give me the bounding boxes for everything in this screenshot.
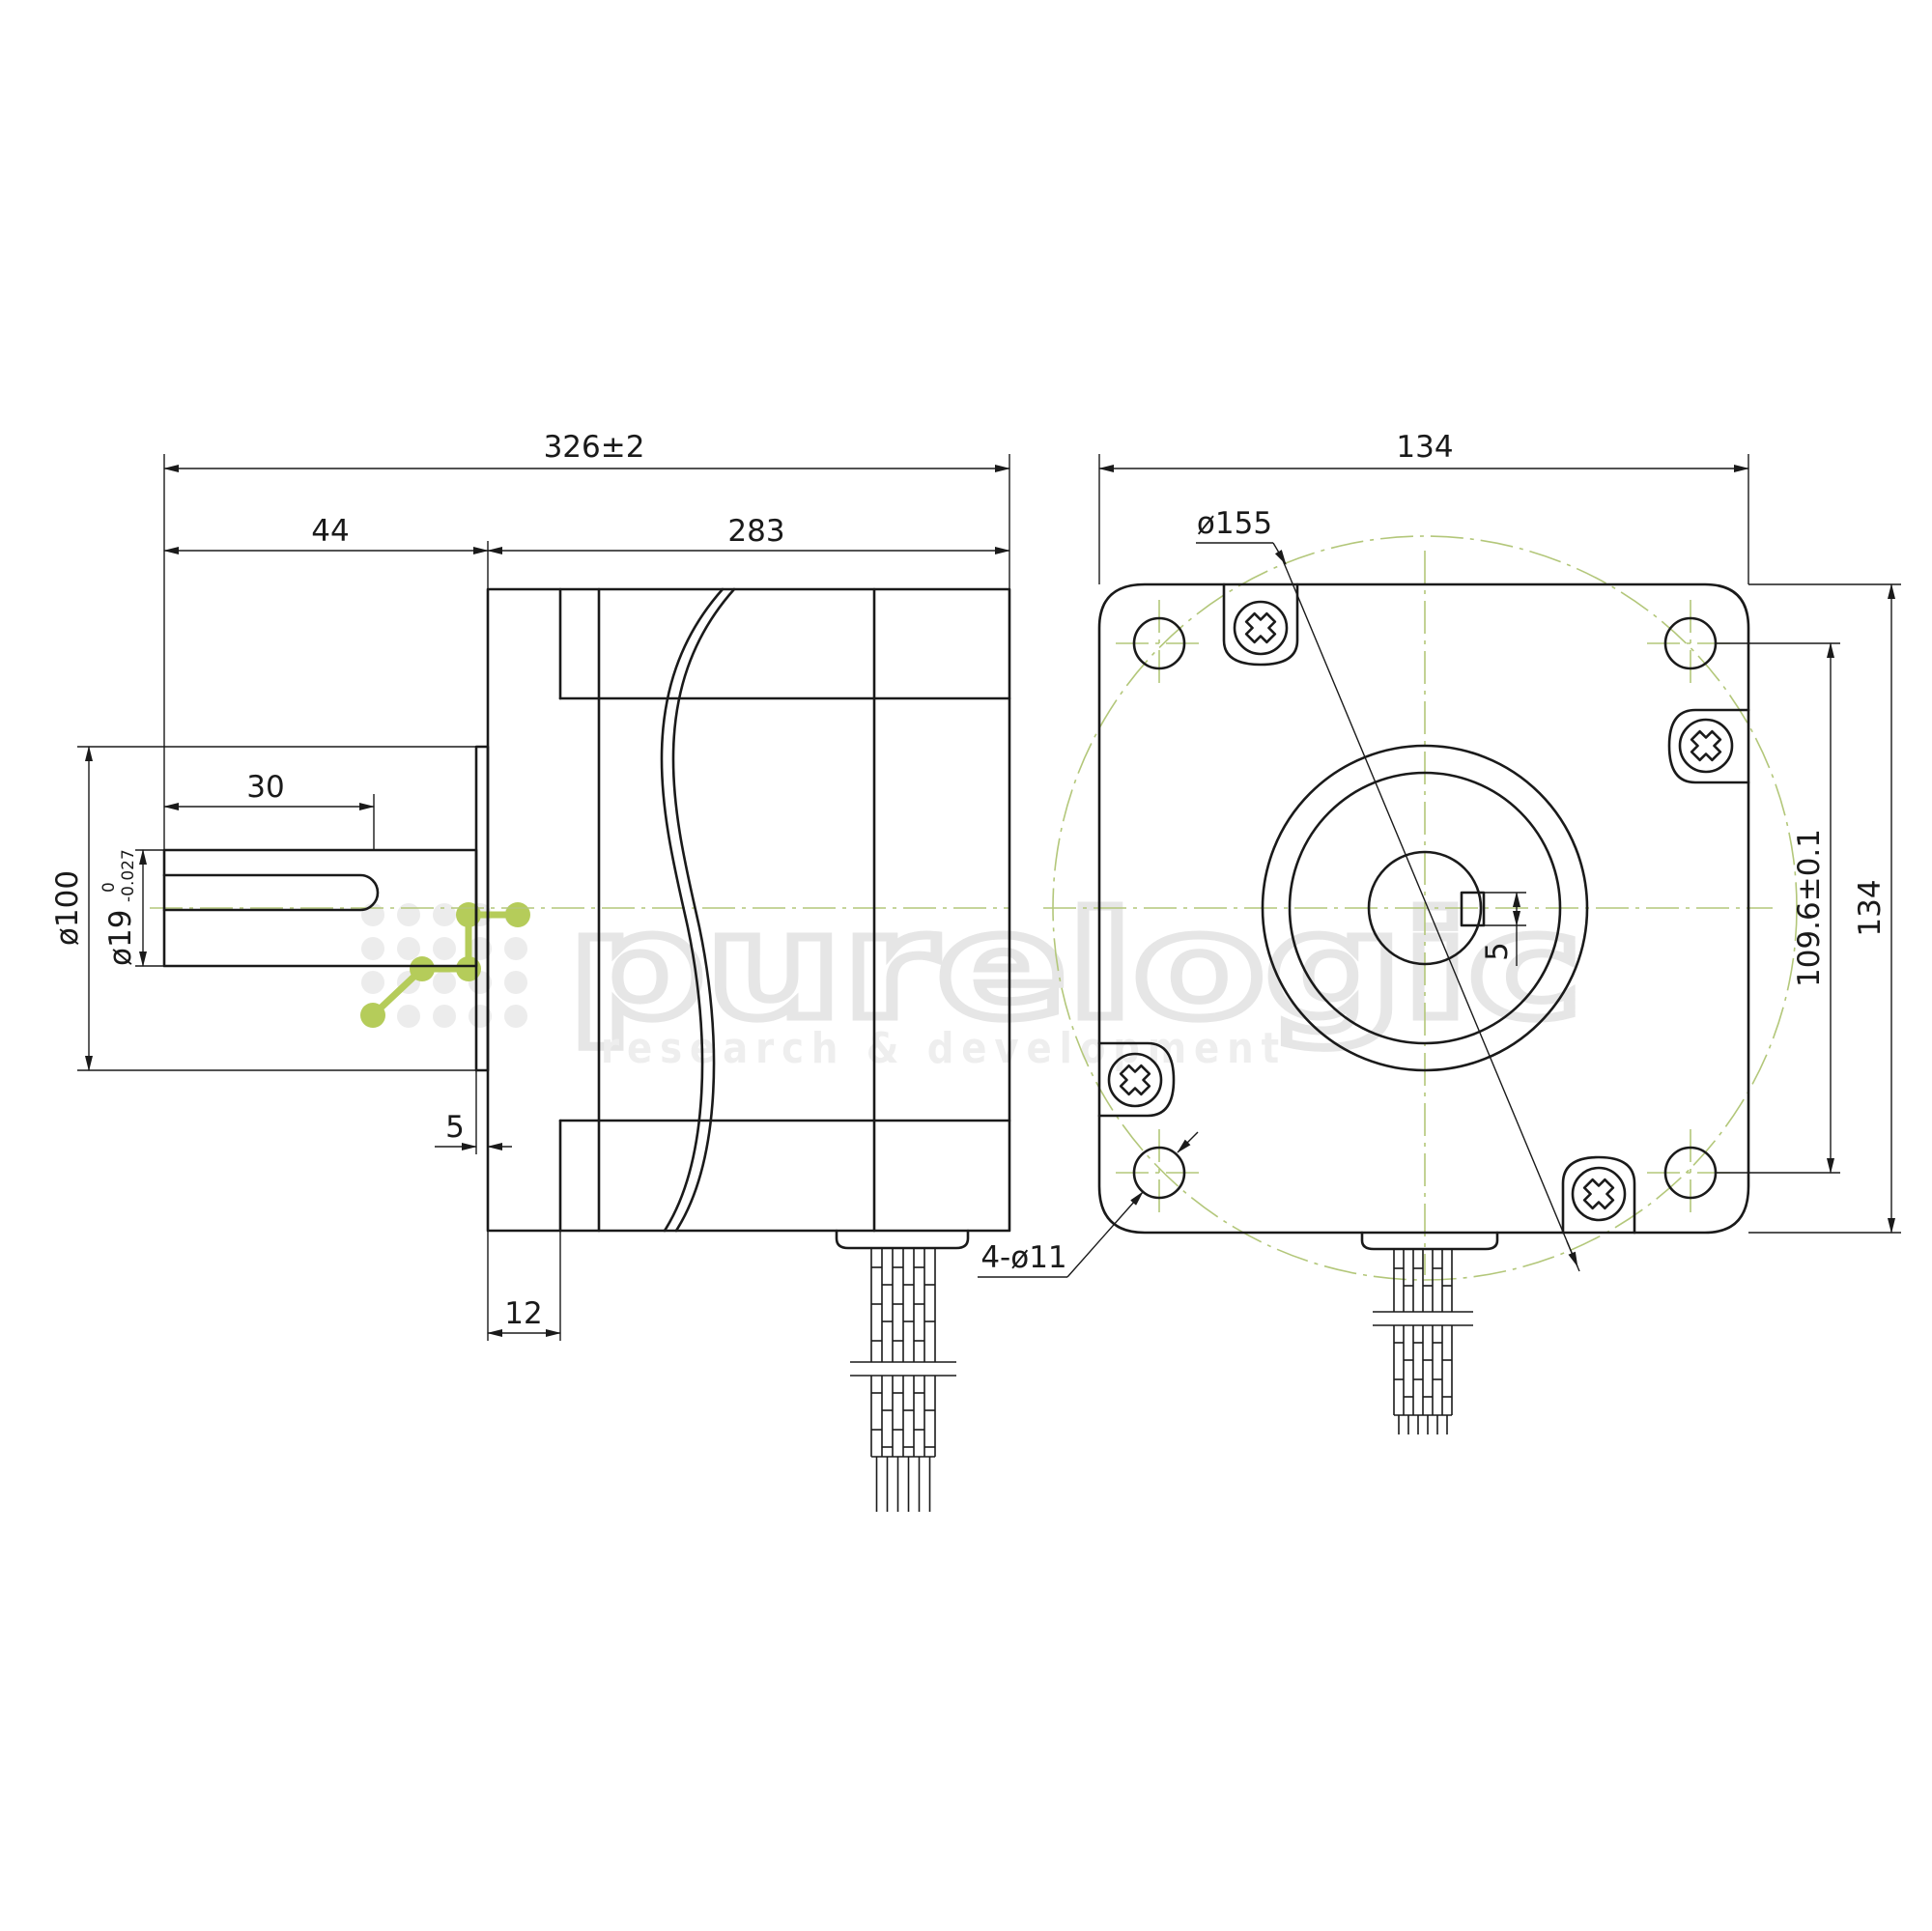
watermark-dot xyxy=(397,937,420,960)
shaft-key xyxy=(1460,891,1486,927)
screw-tab xyxy=(1097,1041,1176,1118)
label-overall-length: 326±2 xyxy=(544,430,645,465)
watermark-tagline: research & development xyxy=(601,1024,1287,1073)
screw-tab xyxy=(1667,708,1750,784)
cable-grommet xyxy=(1360,1231,1499,1251)
watermark-dot xyxy=(361,937,384,960)
watermark-dot xyxy=(397,1005,420,1028)
watermark-dot xyxy=(504,971,527,994)
leader-mounting-holes xyxy=(1066,1191,1144,1278)
screw-tab xyxy=(1222,582,1299,667)
screw-head xyxy=(1107,1052,1163,1108)
watermark-dot xyxy=(361,971,384,994)
screw-cross-icon xyxy=(1582,1178,1615,1210)
screw-cross-icon xyxy=(1244,611,1277,644)
label-boss-height: 5 xyxy=(445,1110,465,1145)
watermark-dot xyxy=(433,937,456,960)
watermark-dot xyxy=(469,937,492,960)
label-shaft-diameter: ø19 xyxy=(103,910,138,966)
watermark-dot xyxy=(469,1005,492,1028)
label-flange-thickness: 12 xyxy=(504,1296,542,1331)
label-hole-spacing: 109.6±0.1 xyxy=(1792,829,1827,987)
label-shaft-tolerance-lower: -0.027 xyxy=(119,849,138,902)
bolt-circle-line xyxy=(1052,535,1798,1281)
boss-inner-circle xyxy=(1288,771,1562,1045)
watermark-dot xyxy=(397,903,420,926)
watermark-logo-dot xyxy=(505,902,530,927)
watermark-dot xyxy=(433,1005,456,1028)
label-flange-width: 134 xyxy=(1396,430,1453,465)
leader-bolt-circle xyxy=(1272,542,1287,565)
leader-mounting-holes xyxy=(1177,1131,1199,1153)
keyway-outline xyxy=(162,873,380,912)
label-shaft-length: 44 xyxy=(311,514,349,549)
cable-grommet xyxy=(835,1229,970,1250)
watermark-logo-dot xyxy=(456,956,481,981)
boss-outer-circle xyxy=(1261,744,1589,1072)
label-boss-diameter: ø100 xyxy=(50,870,85,946)
bolt-circle-diameter-line xyxy=(1279,553,1580,1272)
screw-head xyxy=(1571,1166,1627,1222)
centerlines xyxy=(150,535,1798,1281)
watermark-dot xyxy=(504,937,527,960)
shaft-circle xyxy=(1367,850,1483,966)
shaft-outline xyxy=(162,848,478,968)
screw-head xyxy=(1233,600,1289,656)
watermark-dot xyxy=(504,1005,527,1028)
label-key-width: 5 xyxy=(1480,942,1515,961)
watermark-dot xyxy=(433,903,456,926)
mounting-hole xyxy=(1132,1146,1186,1200)
mounting-hole xyxy=(1132,616,1186,670)
flange-outline xyxy=(1097,582,1750,1235)
watermark: purelogic research & development xyxy=(360,879,1587,1073)
screw-head xyxy=(1678,718,1734,774)
screw-tab xyxy=(1561,1155,1636,1235)
side-view xyxy=(162,587,1011,1512)
watermark-logo-dot xyxy=(410,956,435,981)
bolt-circle-diameter-line xyxy=(1566,1240,1578,1267)
watermark-dot xyxy=(361,903,384,926)
dimensions: 326±2 44 283 30 ø100 ø19 0 -0.027 5 12 1… xyxy=(50,430,1901,1341)
screws xyxy=(1107,600,1734,1222)
label-key-length: 30 xyxy=(246,770,284,805)
side-view-cable xyxy=(850,1248,956,1512)
break-line xyxy=(660,587,724,1233)
screw-cross-icon xyxy=(1119,1064,1151,1096)
label-body-length: 283 xyxy=(727,514,784,549)
label-flange-height: 134 xyxy=(1853,879,1888,936)
break-line xyxy=(671,587,736,1233)
watermark-dot xyxy=(433,971,456,994)
front-view-cable xyxy=(1373,1249,1473,1434)
label-mounting-holes: 4-ø11 xyxy=(980,1240,1066,1275)
watermark-logo-dot xyxy=(360,1003,385,1028)
label-shaft-tolerance-upper: 0 xyxy=(99,882,119,893)
screw-cross-icon xyxy=(1690,729,1722,762)
label-bolt-circle: ø155 xyxy=(1197,506,1272,541)
